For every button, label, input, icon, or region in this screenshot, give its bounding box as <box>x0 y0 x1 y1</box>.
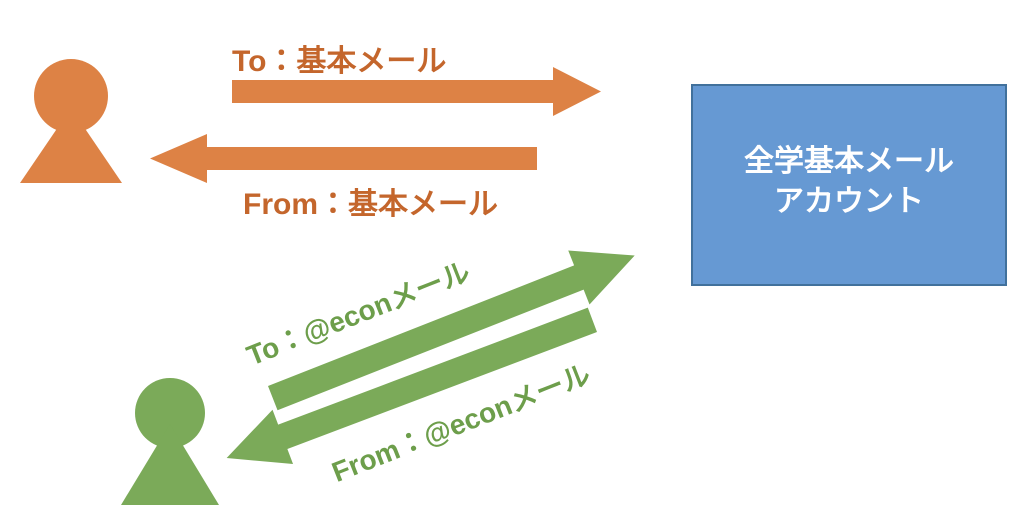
campus-mail-account-box-line2: アカウント <box>774 185 924 218</box>
arrow-from-basic <box>150 134 537 183</box>
arrow-to-basic <box>232 67 601 116</box>
arrow-from-econ <box>226 307 597 464</box>
campus-mail-account-box-rect <box>691 84 1007 286</box>
orange-person-body <box>20 108 122 183</box>
arrow-to-basic-shape <box>232 67 601 116</box>
orange-person-head <box>34 59 108 133</box>
orange-person-icon <box>20 59 122 183</box>
arrow-to-basic-label: To：基本メール <box>232 45 446 78</box>
campus-mail-account-box: 全学基本メール アカウント <box>691 84 1007 286</box>
green-person-head <box>135 378 205 448</box>
arrow-from-econ-shape <box>226 307 597 464</box>
arrow-to-econ <box>268 250 635 411</box>
campus-mail-account-box-line1: 全学基本メール <box>744 144 954 178</box>
arrow-from-basic-label: From：基本メール <box>243 188 498 221</box>
green-person-icon <box>121 378 219 505</box>
arrow-to-econ-shape <box>268 250 635 411</box>
arrow-from-basic-shape <box>150 134 537 183</box>
green-person-body <box>121 424 219 505</box>
